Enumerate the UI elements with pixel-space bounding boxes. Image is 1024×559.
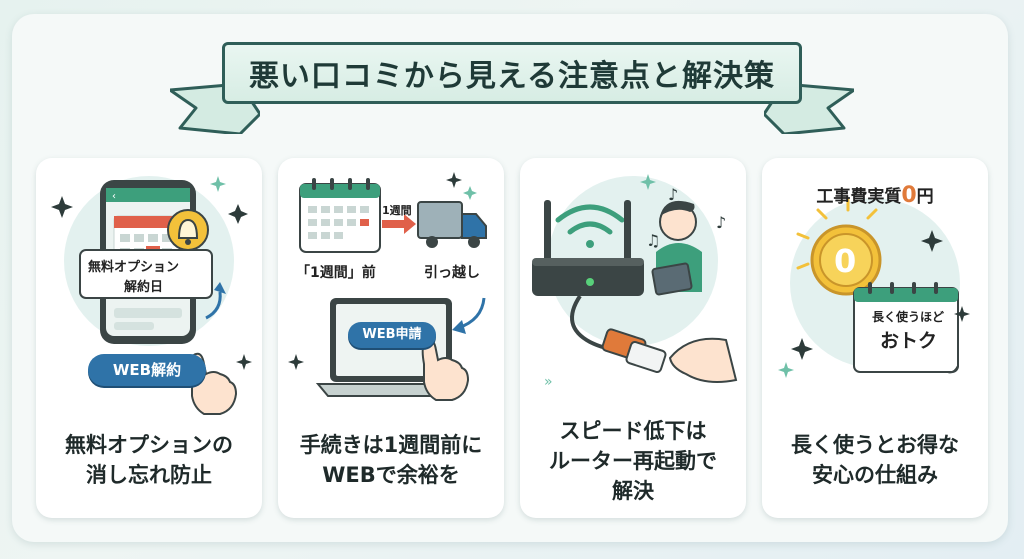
sparkle-icon (228, 204, 248, 224)
coin-value: 0 (834, 242, 857, 280)
card1-caption-line1: 無料オプションの (65, 433, 233, 457)
calendar-line2: おトク (880, 330, 938, 352)
music-note-icon: ♫ (646, 231, 660, 250)
card4-caption-line2: 安心の仕組み (812, 463, 938, 487)
sparkle-icon (446, 172, 462, 188)
calendar-icon (853, 282, 959, 374)
sparkle-icon (791, 338, 813, 360)
sparkle-icon (921, 230, 943, 252)
sparkle-icon (778, 362, 794, 378)
coin-icon (810, 224, 882, 296)
card-router-restart: ♪ ♪ ♫ » スピード低下は ルーター再起動で 解決 (520, 158, 746, 518)
card2-caption-line2: WEBで余裕を (322, 463, 460, 487)
sparkle-icon (236, 354, 252, 370)
truck-label: 引っ越し (424, 265, 480, 281)
web-apply-button[interactable]: WEB申請 (348, 322, 436, 348)
router-icon (532, 200, 644, 296)
sparkle-icon (51, 196, 73, 218)
moving-illustration (288, 172, 487, 401)
card-long-term-benefit: 工事費実質0円 0 長く使うほど おトク 長く使うとお得な 安心の仕組み (762, 158, 988, 518)
card3-caption-line1: スピード低下は (559, 419, 707, 443)
web-cancel-button[interactable]: WEB解約 (88, 354, 206, 386)
coin-calendar-illustration (778, 198, 970, 378)
fee-zero: 0 (901, 183, 917, 208)
calendar-line1: 長く使うほど (872, 310, 945, 324)
sparkle-icon (288, 354, 304, 370)
reminder-bubble-line2: 解約日 (124, 280, 164, 295)
double-chevron-icon: » (544, 374, 553, 390)
power-plug-icon (601, 328, 667, 373)
card1-caption-line2: 消し忘れ防止 (86, 463, 212, 487)
truck-icon (417, 201, 487, 248)
card2-caption-line1: 手続きは1週間前に (299, 433, 483, 457)
reminder-bubble-line1: 無料オプション (88, 260, 180, 275)
fee-yen: 円 (916, 187, 934, 207)
svg-text:‹: ‹ (112, 191, 116, 202)
music-note-icon: ♪ (668, 185, 678, 204)
wifi-icon (555, 204, 625, 248)
page-title: 悪い口コミから見える注意点と解決策 (248, 59, 776, 94)
construction-fee-label: 工事費実質0円 (762, 182, 988, 208)
person-icon (651, 200, 702, 296)
bell-icon (167, 209, 209, 251)
title-ribbon: 悪い口コミから見える注意点と解決策 (222, 42, 802, 104)
calendar-label: 「1週間」前 (296, 265, 376, 281)
card3-caption-line3: 解決 (612, 479, 654, 503)
smartphone-illustration: ‹ (51, 176, 252, 415)
card3-caption-line2: ルーター再起動で (549, 449, 717, 473)
card4-caption-line1: 長く使うとお得な (791, 433, 959, 457)
sparkle-icon (954, 306, 970, 322)
music-note-icon: ♪ (716, 213, 726, 232)
sparkle-icon (640, 174, 656, 190)
sparkle-icon (210, 176, 226, 192)
fee-label-text: 工事費実質 (816, 187, 902, 207)
card-moving-procedure: 1週間 「1週間」前 引っ越し WEB申請 手続きは1週間前に WEBで余裕を (278, 158, 504, 518)
router-illustration: ♪ ♪ ♫ » (532, 174, 738, 390)
arrow-label: 1週間 (382, 204, 412, 217)
card-option-cancel: ‹ 無料オプション 解約日 WEB解約 無料オプションの 消し忘れ防止 (36, 158, 262, 518)
sparkle-icon (463, 186, 477, 200)
